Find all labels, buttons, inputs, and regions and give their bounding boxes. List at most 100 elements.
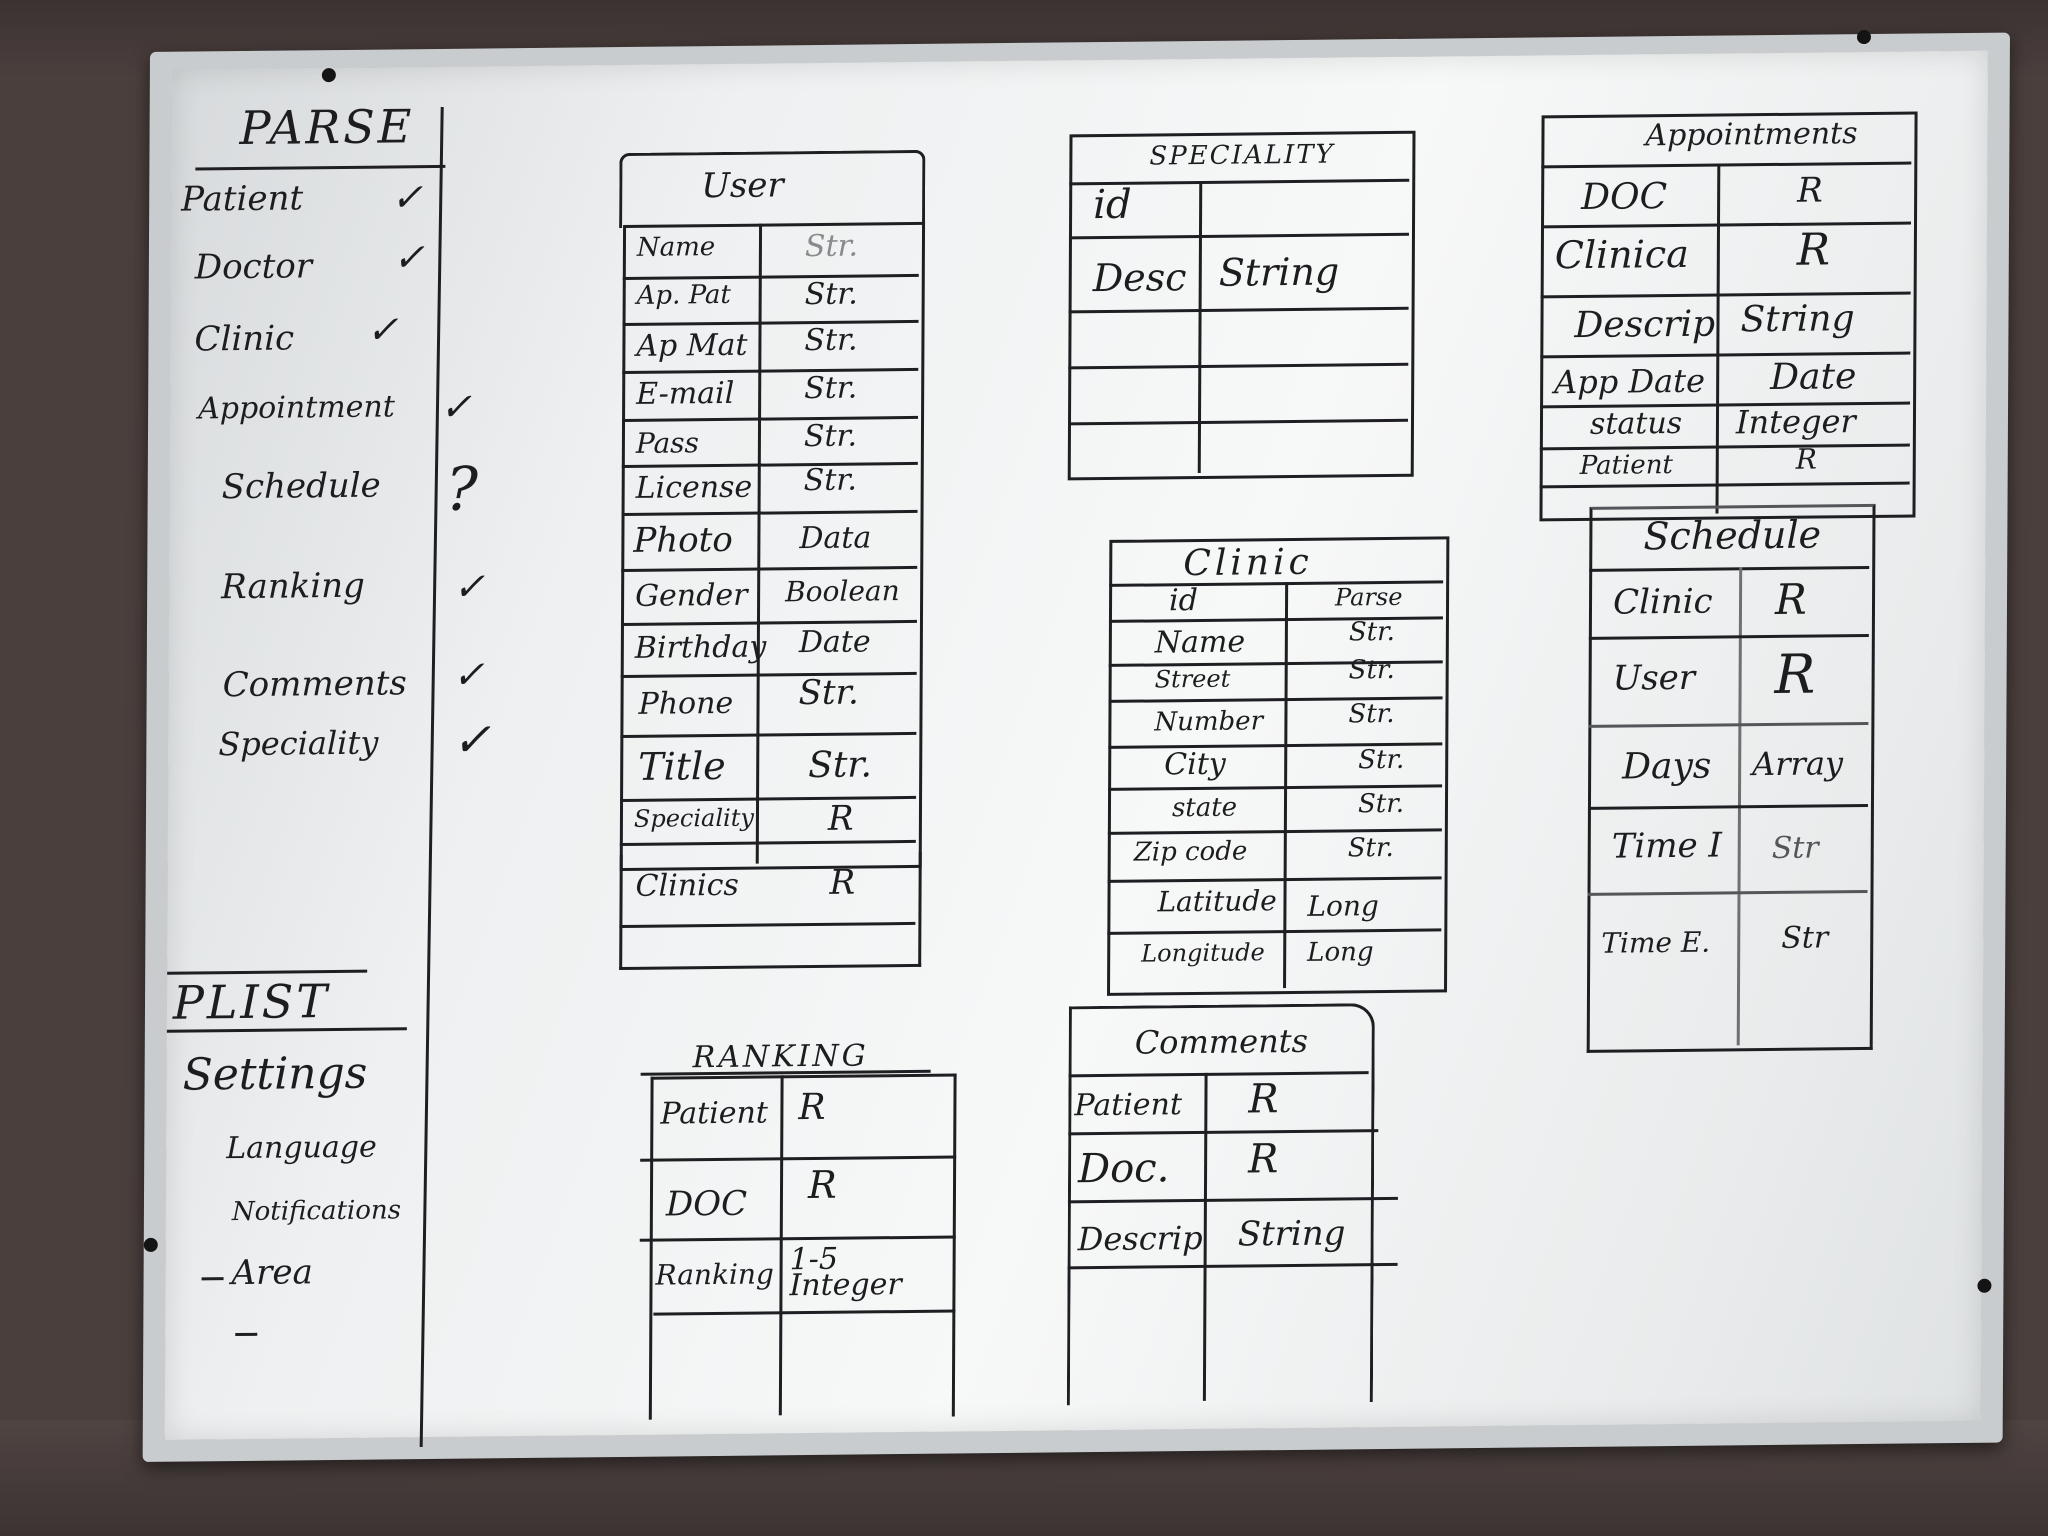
table-cell: Str. bbox=[804, 228, 859, 265]
table-cell: Date bbox=[1770, 356, 1857, 399]
table-frame bbox=[1066, 1003, 1375, 1406]
table-cell: Array bbox=[1752, 744, 1844, 784]
magnet bbox=[143, 1237, 158, 1252]
table-cell: Phone bbox=[638, 685, 734, 722]
table-cell: status bbox=[1589, 405, 1683, 442]
table-title: RANKING bbox=[692, 1038, 869, 1076]
table-cell: R bbox=[1774, 642, 1816, 706]
table-cell: R bbox=[1248, 1136, 1279, 1183]
whiteboard-surface: PARSE Patient ✓ Doctor ✓ Clinic ✓ Appoin… bbox=[143, 29, 1992, 1448]
table-cell: Str. bbox=[1358, 744, 1405, 776]
table-cell: R bbox=[807, 1162, 837, 1208]
table-cell: Zip code bbox=[1133, 836, 1248, 868]
table-cell: Patient bbox=[1579, 450, 1674, 482]
whiteboard: PARSE Patient ✓ Doctor ✓ Clinic ✓ Appoin… bbox=[142, 29, 2010, 1463]
table-cell: 1-5 Integer bbox=[789, 1241, 902, 1304]
magnet bbox=[321, 68, 336, 83]
plist-item: Notifications bbox=[231, 1195, 402, 1228]
table-cell: state bbox=[1171, 792, 1238, 824]
parse-underline bbox=[195, 164, 446, 171]
table-cell: Parse bbox=[1335, 582, 1403, 612]
table-cell: Boolean bbox=[785, 574, 900, 609]
user-table: User Name Str. Ap. Pat Str. Ap Mat Str. … bbox=[615, 149, 989, 953]
table-cell: R bbox=[1774, 574, 1807, 624]
table-cell: Name bbox=[636, 232, 716, 263]
table-cell: DOC bbox=[1581, 176, 1668, 219]
table-frame bbox=[619, 851, 922, 971]
table-cell: Days bbox=[1622, 745, 1712, 788]
table-cell: Clinica bbox=[1554, 231, 1689, 278]
table-cell: Date bbox=[798, 624, 871, 661]
magnet bbox=[1977, 1278, 1992, 1293]
check-icon: ✓ bbox=[392, 235, 425, 280]
table-title: Comments bbox=[1134, 1021, 1309, 1062]
table-cell: User bbox=[1612, 657, 1696, 699]
plist-item: Language bbox=[226, 1129, 377, 1167]
table-cell: Doc. bbox=[1077, 1145, 1170, 1193]
parse-item: Appointment bbox=[198, 389, 395, 427]
check-icon: ✓ bbox=[440, 384, 473, 429]
table-cell: id bbox=[1093, 181, 1132, 229]
plist-heading: Settings bbox=[182, 1047, 368, 1101]
table-cell: Title bbox=[638, 743, 726, 789]
table-cell: Long bbox=[1307, 889, 1379, 923]
table-cell: Str. bbox=[798, 672, 859, 714]
table-cell: Time E. bbox=[1601, 925, 1711, 960]
table-cell: R bbox=[1795, 442, 1817, 476]
table-cell: R bbox=[798, 1086, 826, 1129]
ranking-table: RANKING Patient R DOC R Ranking 1-5 Inte… bbox=[639, 1038, 981, 1423]
table-cell: Str. bbox=[808, 744, 873, 787]
table-title: User bbox=[701, 165, 784, 207]
parse-divider bbox=[419, 106, 444, 1448]
table-cell: E-mail bbox=[636, 375, 735, 412]
table-cell: Integer bbox=[1735, 402, 1856, 442]
table-cell: Ap Mat bbox=[636, 327, 748, 364]
parse-item: Patient bbox=[181, 178, 304, 220]
table-cell: Str. bbox=[1348, 654, 1395, 686]
table-cell: R bbox=[827, 798, 854, 839]
table-cell: App Date bbox=[1554, 361, 1706, 402]
table-cell: Photo bbox=[633, 519, 733, 561]
plist-item: Area bbox=[231, 1252, 313, 1294]
check-icon: ✓ bbox=[391, 175, 424, 220]
table-cell: Str bbox=[1771, 830, 1819, 866]
check-icon: ✓ bbox=[453, 564, 486, 609]
table-cell: Patient bbox=[660, 1095, 769, 1132]
table-cell: City bbox=[1164, 746, 1226, 783]
table-cell: Str bbox=[1781, 920, 1829, 956]
table-cell: Street bbox=[1154, 664, 1231, 694]
table-cell: Clinic bbox=[1612, 581, 1713, 623]
magnet bbox=[1856, 29, 1872, 45]
table-cell: Str. bbox=[803, 462, 858, 499]
table-cell: Str. bbox=[1347, 832, 1394, 864]
table-cell: Desc bbox=[1092, 255, 1187, 301]
check-icon: ✓ bbox=[366, 307, 399, 352]
table-cell: Birthday bbox=[634, 629, 767, 666]
parse-section: PARSE Patient ✓ Doctor ✓ Clinic ✓ Appoin… bbox=[172, 51, 1988, 1448]
table-cell: Patient bbox=[1074, 1087, 1183, 1124]
parse-item: Doctor bbox=[194, 246, 313, 288]
table-cell: Speciality bbox=[633, 803, 755, 833]
table-title: SPECIALITY bbox=[1149, 139, 1335, 172]
appointments-table: Appointments DOC R Clinica R Descrip Str… bbox=[1539, 111, 1921, 535]
speciality-table: SPECIALITY id Desc String bbox=[1067, 130, 1430, 495]
table-cell: Descrip bbox=[1077, 1218, 1203, 1259]
table-cell: Data bbox=[799, 520, 872, 557]
table-cell: Latitude bbox=[1157, 884, 1277, 919]
table-cell: R bbox=[1797, 170, 1823, 211]
plist-section: PLIST Settings Language Notifications Ar… bbox=[166, 51, 1988, 1337]
question-mark-icon: ? bbox=[445, 454, 479, 525]
table-cell: DOC bbox=[665, 1183, 748, 1225]
comments-table: Comments Patient R Doc. R Descrip String bbox=[1057, 1003, 1419, 1427]
table-cell: id bbox=[1168, 582, 1198, 619]
parse-item: Speciality bbox=[218, 723, 379, 764]
table-cell: Str. bbox=[1348, 698, 1395, 730]
table-cell: String bbox=[1237, 1213, 1346, 1255]
table-cell: Gender bbox=[635, 577, 748, 614]
table-cell: Descrip bbox=[1574, 303, 1716, 347]
table-cell: License bbox=[635, 469, 753, 506]
table-cell: String bbox=[1218, 249, 1340, 295]
check-icon: ✓ bbox=[452, 712, 492, 767]
table-cell: Ap. Pat bbox=[636, 279, 732, 311]
table-cell: R bbox=[1796, 224, 1831, 276]
